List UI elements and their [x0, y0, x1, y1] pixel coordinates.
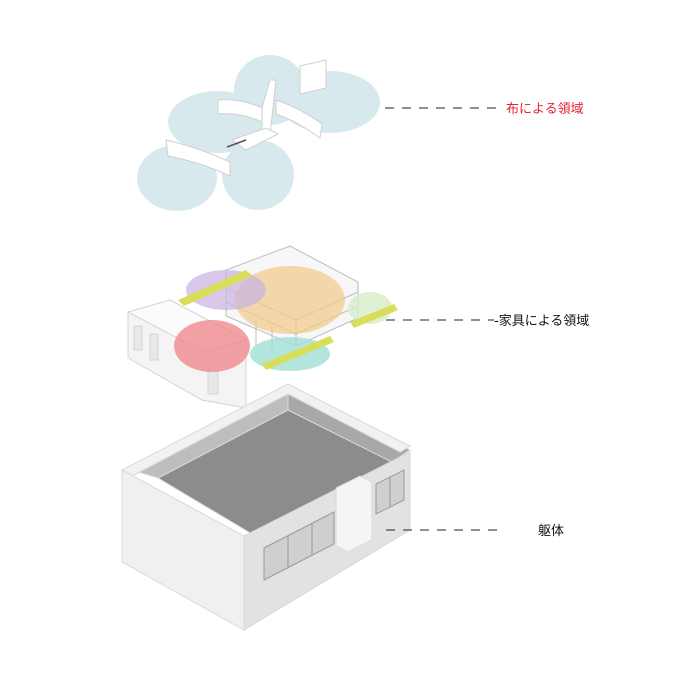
fabric-ellipse-bottom [222, 140, 294, 210]
curtain-panel-3 [275, 99, 323, 139]
label-furniture-zone: -家具による領域 [494, 313, 589, 329]
curtain-panel-5 [165, 139, 231, 177]
wall-recess-3 [207, 369, 219, 395]
structure-layer [120, 383, 412, 631]
wall-recess-1 [133, 325, 143, 351]
fabric-layer [137, 55, 380, 211]
furniture-zones [174, 266, 398, 372]
fabric-curtains [165, 59, 327, 177]
zone-purple [186, 270, 266, 310]
bench-yellow-2 [350, 304, 398, 328]
curtain-panel-6 [230, 127, 280, 151]
structure-windows [263, 469, 405, 581]
furniture-layer [126, 245, 398, 409]
zone-red [174, 320, 250, 372]
structure-pillar [335, 475, 373, 553]
fabric-ellipse-right [280, 71, 380, 133]
wall-recess-2 [149, 333, 159, 361]
label-fabric-zone: 布による領域 [506, 101, 584, 117]
window-front-1 [263, 511, 335, 581]
bench-yellow-3 [262, 336, 334, 370]
label-structure: 躯体 [538, 523, 564, 539]
bench-yellow-1 [178, 270, 252, 306]
curtain-panel-4 [299, 59, 327, 95]
curtain-rail [226, 139, 247, 148]
